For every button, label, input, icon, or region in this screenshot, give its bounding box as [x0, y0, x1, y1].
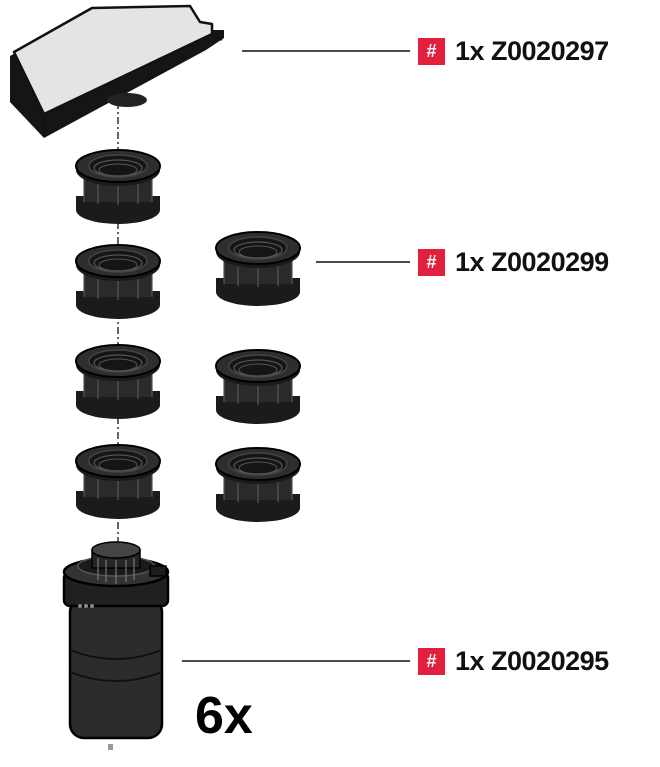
callout-body: # 1x Z0020295 — [418, 643, 609, 679]
part-number-ring: 1x Z0020299 — [455, 246, 609, 277]
hash-icon: # — [418, 37, 445, 65]
ring-part — [215, 349, 301, 425]
ring-part — [75, 244, 161, 320]
lid-part — [10, 4, 224, 138]
ring-part — [75, 344, 161, 420]
hash-icon: # — [418, 647, 445, 675]
callout-lid: # 1x Z0020297 — [418, 33, 609, 69]
part-number-body: 1x Z0020295 — [455, 645, 609, 676]
hash-icon: # — [418, 248, 445, 276]
ring-part — [215, 231, 301, 307]
quantity-note: 6x — [195, 687, 253, 745]
part-number-lid: 1x Z0020297 — [455, 35, 609, 66]
ring-part — [75, 149, 161, 225]
callout-ring: # 1x Z0020299 — [418, 244, 609, 280]
body-part — [62, 541, 170, 750]
ring-part — [215, 447, 301, 523]
ring-part — [75, 444, 161, 520]
